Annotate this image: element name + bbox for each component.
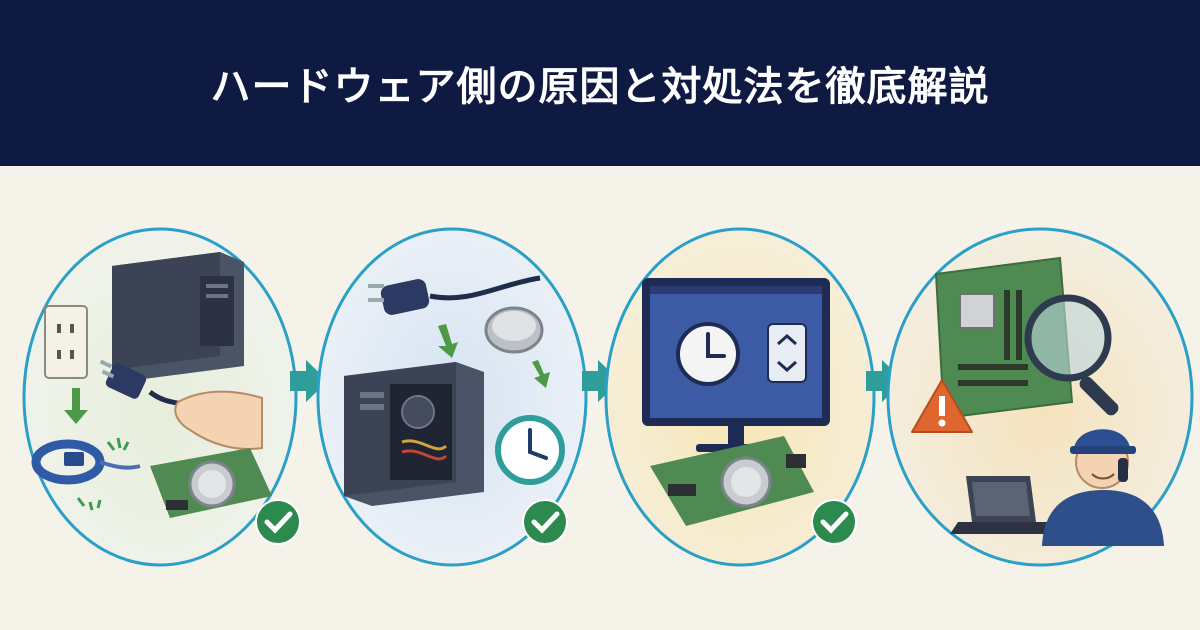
step-1-panel — [22, 227, 301, 567]
check-icon — [255, 499, 301, 545]
motherboard-icon — [934, 256, 1074, 420]
step-2-panel — [316, 227, 588, 567]
page-title: ハードウェア側の原因と対処法を徹底解説 — [210, 64, 990, 110]
warning-icon — [911, 379, 973, 433]
step-arrow-icon — [290, 360, 328, 402]
hand-icon — [174, 390, 263, 450]
support-technician-icon — [1042, 429, 1164, 546]
power-plug-icon — [368, 275, 541, 315]
outlet-icon — [44, 305, 88, 379]
down-arrow-icon — [532, 360, 550, 388]
down-arrow-icon — [64, 388, 88, 424]
cmos-battery-icon — [150, 448, 272, 518]
antistatic-wrist-strap-icon — [31, 437, 141, 511]
down-arrow-icon — [438, 324, 458, 358]
step-arrow-icon — [866, 360, 904, 402]
step-3-panel — [604, 227, 876, 567]
step-4-panel — [886, 227, 1194, 567]
clock-icon — [495, 415, 565, 485]
step-arrow-icon — [582, 360, 620, 402]
bios-clock-icon — [676, 322, 740, 386]
laptop-icon — [950, 476, 1056, 534]
up-down-icon — [767, 323, 807, 383]
pc-tower-icon — [112, 252, 244, 380]
check-icon — [522, 499, 568, 545]
check-icon — [811, 499, 857, 545]
motherboard-battery-icon — [650, 436, 814, 526]
open-pc-case-icon — [344, 362, 484, 506]
steps-illustration — [22, 227, 1194, 567]
illustration-area — [0, 166, 1200, 630]
header-banner: ハードウェア側の原因と対処法を徹底解説 — [0, 0, 1200, 166]
coin-battery-icon — [484, 306, 544, 354]
magnifier-icon — [1024, 294, 1119, 416]
